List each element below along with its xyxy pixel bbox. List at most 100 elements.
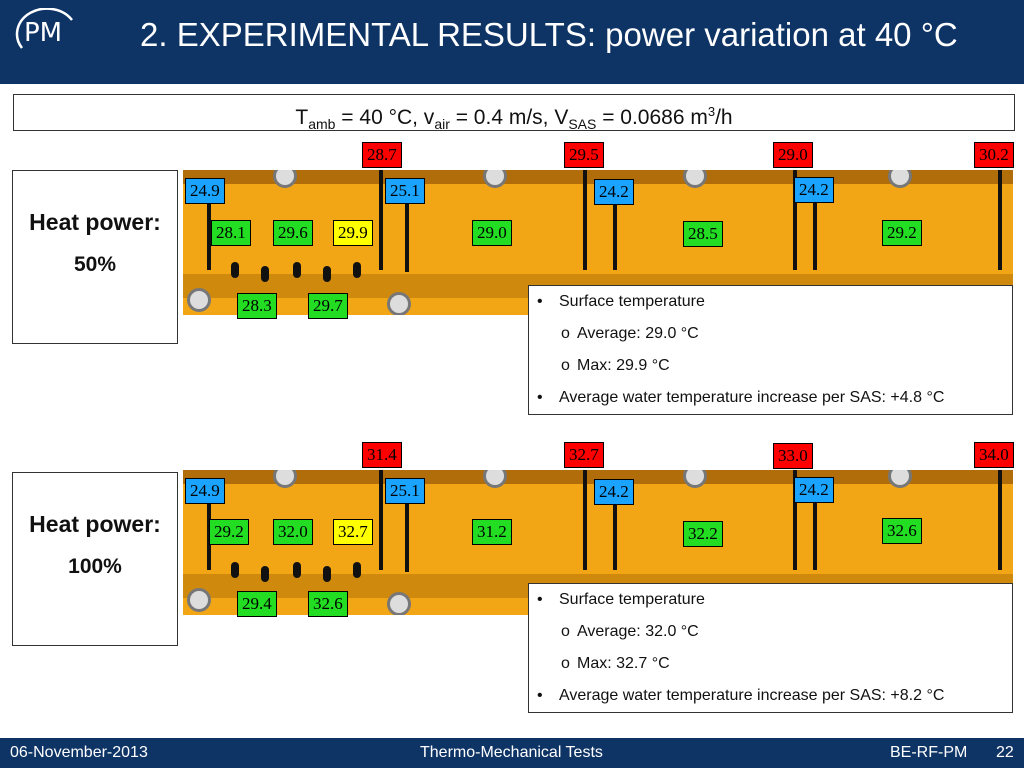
flange-icon [273,170,297,188]
probe-wire [793,170,797,270]
probe-tip [231,562,239,578]
probe-tip [323,266,331,282]
temp-symbol: T [295,106,309,129]
flange-icon [683,170,707,188]
sas-subscript: SAS [568,116,597,133]
probe-wire [793,470,797,570]
temp-label-green: 28.1 [211,220,251,246]
probe-wire [998,470,1002,570]
heat-power-box-50: Heat power: 50% [12,170,178,344]
flange-icon [187,588,211,612]
air-subscript: air [434,116,450,133]
temp-label-green: 29.4 [237,591,277,617]
flange-icon [483,170,507,188]
bullet-item: •Surface temperature [537,293,705,310]
header-bar: PM 2. EXPERIMENTAL RESULTS: power variat… [0,0,1024,84]
air-value: = 0.4 m/s, V [449,106,569,129]
temp-subscript: amb [308,116,336,133]
temp-label-green: 31.2 [472,519,512,545]
temp-label-green: 29.7 [308,293,348,319]
probe-tip [261,266,269,282]
temp-label-red: 29.0 [773,142,813,168]
heat-power-value: 50% [73,253,117,276]
flange-icon [187,288,211,312]
footer-bar: 06-November-2013 Thermo-Mechanical Tests… [0,738,1024,768]
temp-label-blue: 24.2 [594,479,634,505]
probe-tip [293,562,301,578]
sub-bullet-text: Average: 29.0 °C [577,325,699,342]
heat-power-value: 100% [68,555,122,578]
temp-label-yellow: 32.7 [333,519,373,545]
bullet-item: •Average water temperature increase per … [537,389,945,406]
probe-wire [405,200,409,272]
temp-label-red: 28.7 [362,142,402,168]
sub-bullet-text: Max: 29.9 °C [577,357,670,374]
probe-tip [353,562,361,578]
bullet-text: Average water temperature increase per S… [559,687,945,704]
bullet-text: Surface temperature [559,293,705,310]
heat-power-label: Heat power: [29,209,161,235]
sub-bullet-text: Average: 32.0 °C [577,623,699,640]
temp-label-blue: 25.1 [385,478,425,504]
temp-label-green: 29.0 [472,220,512,246]
footer-topic: Thermo-Mechanical Tests [420,744,603,761]
flange-icon [387,592,411,615]
probe-wire [207,200,211,270]
temp-label-red: 32.7 [564,442,604,468]
temp-label-red: 31.4 [362,442,402,468]
conditions-box: Tamb = 40 °C, vair = 0.4 m/s, VSAS = 0.0… [13,94,1015,133]
probe-tip [293,262,301,278]
probe-wire [813,500,817,570]
probe-wire [379,470,383,570]
flange-icon [273,470,297,488]
bullet-item: •Surface temperature [537,591,705,608]
bullet-text: Surface temperature [559,591,705,608]
temp-label-green: 29.2 [882,220,922,246]
probe-tip [323,566,331,582]
probe-tip [261,566,269,582]
temp-label-green: 28.5 [683,221,723,247]
probe-wire [405,500,409,572]
temp-label-red: 33.0 [773,443,813,469]
bullet-text: Average water temperature increase per S… [559,389,945,406]
temp-label-red: 30.2 [974,142,1014,168]
page-number: 22 [996,744,1014,761]
temp-label-green: 29.2 [209,519,249,545]
temp-label-green: 32.2 [683,521,723,547]
temp-label-green: 32.6 [308,591,348,617]
sas-unit-tail: /h [715,106,733,129]
temp-label-green: 32.6 [882,518,922,544]
flange-icon [483,470,507,488]
temp-label-green: 28.3 [237,293,277,319]
probe-tip [353,262,361,278]
flange-icon [888,470,912,488]
bullet-item: •Average water temperature increase per … [537,687,945,704]
sas-value: = 0.0686 m [596,106,708,129]
temp-label-blue: 24.2 [794,177,834,203]
footer-dept: BE-RF-PM [890,744,968,761]
temp-label-red: 34.0 [974,442,1014,468]
flange-icon [888,170,912,188]
pm-logo-text: PM [24,18,63,48]
temp-value: = 40 °C, v [335,106,435,129]
temp-label-green: 32.0 [273,519,313,545]
probe-wire [813,200,817,270]
sas-superscript: 3 [707,104,716,119]
probe-wire [379,170,383,270]
temp-label-green: 29.6 [273,220,313,246]
temp-label-blue: 24.9 [185,178,225,204]
probe-wire [613,500,617,570]
pm-logo-icon [15,8,73,49]
footer-date: 06-November-2013 [10,744,148,761]
probe-wire [613,200,617,270]
temp-label-red: 29.5 [564,142,604,168]
probe-wire [583,470,587,570]
heat-power-box-100: Heat power: 100% [12,472,178,646]
temp-label-yellow: 29.9 [333,220,373,246]
